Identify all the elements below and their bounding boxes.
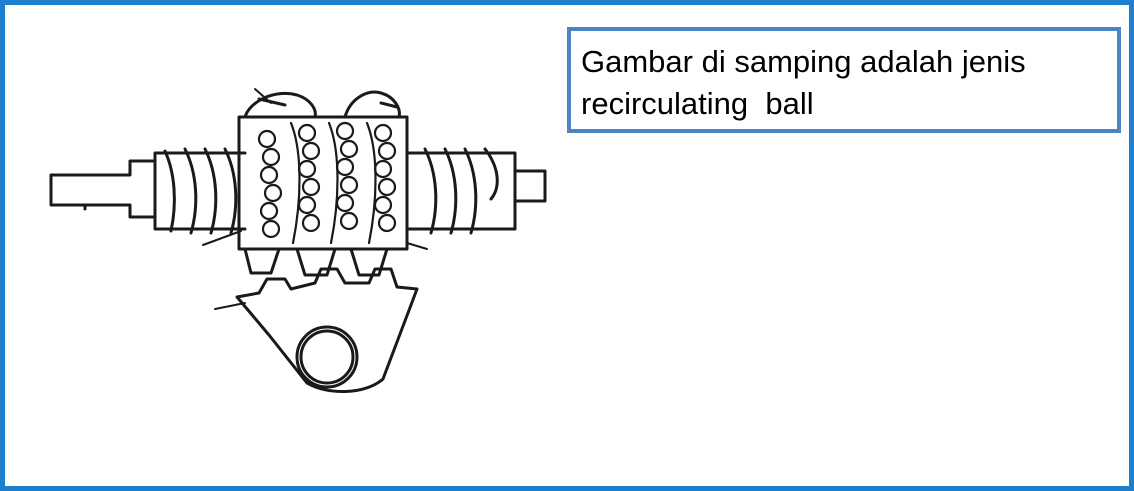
worm-thread-left xyxy=(153,147,247,235)
ball-nut xyxy=(237,90,409,251)
caption-line-2: recirculating ball xyxy=(581,86,814,121)
sector-gear xyxy=(235,267,419,393)
caption-line-1: Gambar di samping adalah jenis xyxy=(581,44,1026,79)
leader-lines xyxy=(202,88,428,310)
rack-teeth xyxy=(243,247,389,277)
recirculating-ball-steering-diagram xyxy=(49,88,547,393)
input-shaft xyxy=(49,159,157,219)
caption-box: Gambar di samping adalah jenis recircula… xyxy=(567,27,1121,133)
worm-thread-right xyxy=(405,147,547,235)
recirculating-balls xyxy=(257,121,397,245)
